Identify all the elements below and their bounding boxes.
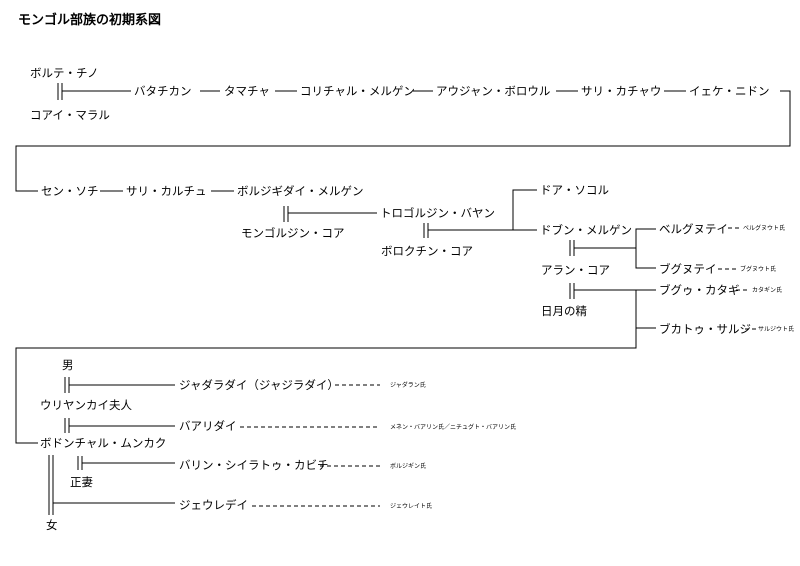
- clan-belgunut: ベルグヌウト氏: [743, 225, 786, 232]
- person-sun-moon-spirit: 日月の精: [541, 304, 587, 318]
- person-bugunutei: ブグヌテイ: [659, 262, 717, 276]
- person-chief-wife: 正妻: [70, 475, 93, 489]
- clan-salji-ut: サルジウト氏: [758, 326, 795, 333]
- person-buqu-qatagi: ブグゥ・カタギ: [659, 283, 740, 297]
- person-tamacha: タマチャ: [224, 84, 270, 98]
- page-title: モンゴル部族の初期系図: [18, 13, 162, 28]
- person-baaridai: バアリダイ: [179, 419, 237, 433]
- person-alan-qoa: アラン・コア: [541, 263, 610, 277]
- person-belgunutei: ベルグヌテイ: [659, 222, 728, 236]
- person-jadaradai: ジャダラダイ（ジャジラダイ）: [179, 378, 339, 392]
- person-koai-maral: コアイ・マラル: [30, 108, 110, 122]
- person-aujan-boroul: アウジャン・ボロウル: [436, 84, 551, 98]
- person-mongoljin-qoa: モンゴルジン・コア: [241, 226, 345, 240]
- clan-qatagin: カタギン氏: [752, 287, 783, 294]
- clan-borjigin: ボルジギン氏: [390, 463, 427, 470]
- person-batachikan: バタチカン: [134, 84, 192, 98]
- person-uriyangqai-wife: ウリヤンカイ夫人: [40, 398, 132, 412]
- person-borokchin-qoa: ボロクチン・コア: [381, 244, 473, 258]
- person-buqatu-salji: ブカトゥ・サルジ: [659, 322, 751, 336]
- person-duwa-soqor: ドア・ソコル: [540, 183, 609, 197]
- clan-menen-baarin: メネン・バアリン氏／ニチュグト・バアリン氏: [390, 424, 517, 431]
- person-yeke-nidun: イェケ・ニドン: [689, 84, 770, 98]
- person-woman: 女: [46, 518, 58, 532]
- person-korichar-mergen: コリチャル・メルゲン: [300, 84, 415, 98]
- person-bodonchar-munqaq: ボドンチャル・ムンカク: [40, 436, 167, 450]
- person-borjigidai-mergen: ボルジギダイ・メルゲン: [237, 184, 364, 198]
- person-sari-kachau: サリ・カチャウ: [581, 84, 662, 98]
- clan-bugunut: ブグヌウト氏: [740, 266, 777, 273]
- person-sari-qarchu: サリ・カルチュ: [126, 184, 207, 198]
- person-sem-sochi: セン・ソチ: [41, 184, 99, 198]
- person-jeuredei: ジェウレデイ: [179, 498, 248, 512]
- person-dobun-mergen: ドブン・メルゲン: [540, 223, 632, 237]
- person-barin-shiratu-qabichi: バリン・シイラトゥ・カビチ: [179, 458, 329, 472]
- clan-jadaran: ジャダラン氏: [390, 382, 426, 389]
- person-man: 男: [62, 358, 74, 372]
- person-torogoljin-bayan: トロゴルジン・バヤン: [380, 206, 495, 220]
- clan-jeuret: ジェウレイト氏: [390, 503, 433, 510]
- person-borte-chino: ボルテ・チノ: [30, 66, 99, 80]
